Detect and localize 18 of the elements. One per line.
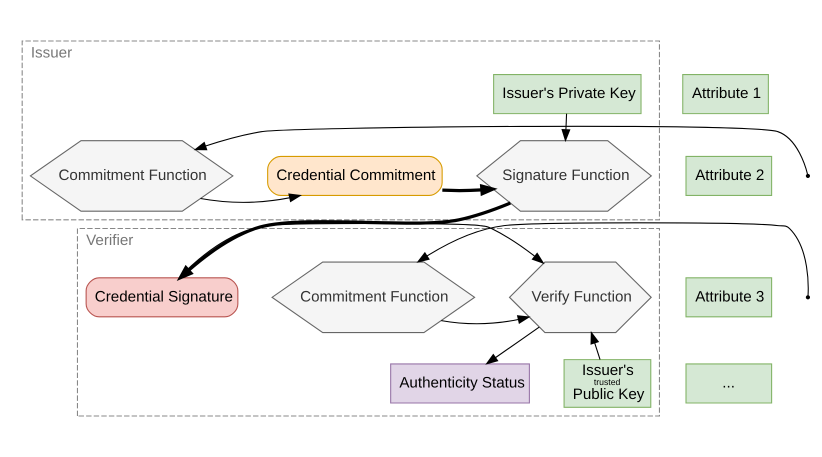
node-box: Issuer's Private Key: [492, 74, 642, 114]
arrow: [442, 184, 498, 196]
arrow: [200, 193, 302, 203]
arrow: [178, 222, 544, 278]
node-box: Credential Signature: [85, 277, 238, 318]
arrow: [484, 326, 540, 365]
node-box: Attribute 1: [682, 74, 768, 114]
node-box: Attribute 3: [684, 277, 772, 318]
node-box: ...: [684, 363, 772, 404]
node-box: Credential Commitment: [266, 156, 442, 196]
node-box: Issuer's trusted Public Key: [563, 359, 651, 408]
node-box: Authenticity Status: [390, 363, 530, 404]
arrow: [440, 315, 530, 324]
arrow: [560, 114, 570, 142]
node-box: Attribute 2: [684, 156, 772, 196]
arrow: [590, 331, 600, 360]
arrow: [193, 126, 808, 174]
arrow: [416, 222, 808, 296]
